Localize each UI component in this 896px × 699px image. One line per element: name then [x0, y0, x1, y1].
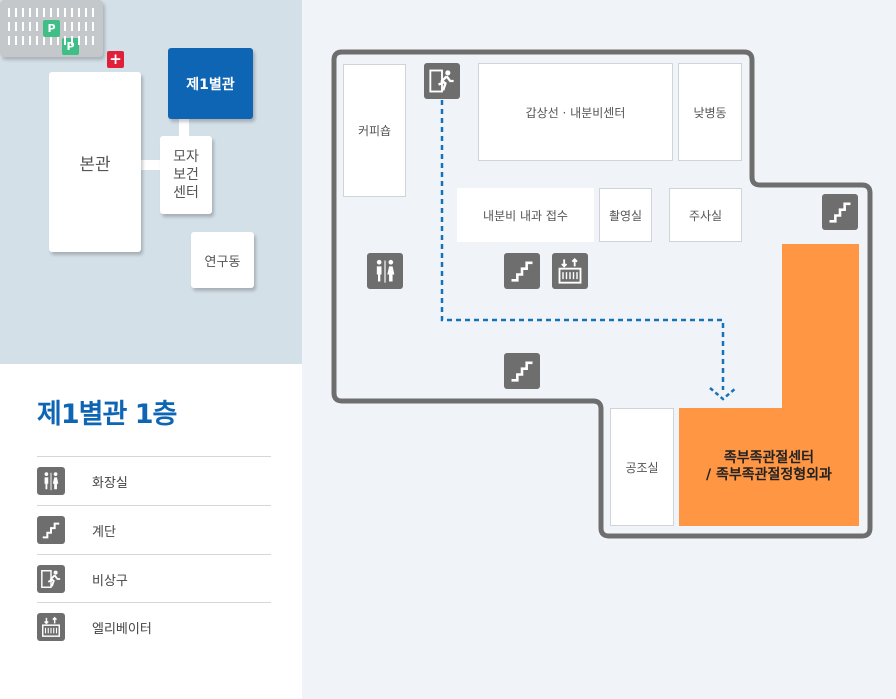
room-air-conditioning[interactable]: 공조실 — [610, 408, 674, 526]
restroom-icon — [367, 253, 403, 289]
foot-ankle-center-upper[interactable] — [782, 244, 859, 409]
stairs-icon — [37, 516, 65, 544]
restroom-icon — [37, 467, 65, 495]
connector-annex-vertical — [179, 118, 189, 138]
parking-stripes — [8, 36, 96, 45]
hospital-cross-icon: + — [107, 51, 124, 68]
parking-icon: P — [43, 20, 60, 37]
route-path — [440, 100, 737, 401]
stairs-icon — [822, 194, 858, 230]
room-day-ward[interactable]: 낮병동 — [678, 63, 742, 161]
building-maternal-health-center[interactable]: 모자 보건 센터 — [160, 136, 212, 214]
campus-mini-map: 본관 제1별관 모자 보건 센터 연구동 P + P — [0, 0, 302, 364]
legend-row-restroom: 화장실 — [37, 456, 271, 505]
room-injection[interactable]: 주사실 — [669, 188, 742, 242]
legend-label: 비상구 — [92, 573, 128, 589]
legend-label: 화장실 — [92, 475, 128, 491]
clinic-name-line1: 족부족관절센터 — [723, 450, 815, 467]
emergency-exit-icon — [37, 565, 65, 593]
connector-main-horizontal — [140, 160, 161, 170]
building-research[interactable]: 연구동 — [191, 232, 254, 288]
stairs-icon — [504, 253, 540, 289]
emergency-exit-icon — [424, 63, 460, 99]
parking-stripes — [8, 8, 96, 17]
room-radiography[interactable]: 촬영실 — [599, 188, 652, 242]
elevator-icon — [37, 613, 65, 641]
floor-outline — [331, 49, 873, 539]
legend-label: 엘리베이터 — [92, 621, 152, 637]
clinic-name-line2: / 족부족관절정형외과 — [706, 467, 832, 483]
legend-row-emergency-exit: 비상구 — [37, 554, 271, 603]
floor-plan: 커피숍 갑상선 · 내분비센터 낮병동 내분비 내과 접수 촬영실 주사실 공조… — [302, 0, 896, 699]
building-main[interactable]: 본관 — [49, 72, 141, 252]
legend-panel: 제1별관 1층 화장실 계단 비상구 엘리베이터 — [0, 364, 302, 699]
room-coffee-shop[interactable]: 커피숍 — [343, 64, 406, 197]
parking-lot: P — [0, 0, 103, 57]
floor-title: 제1별관 1층 — [37, 399, 177, 430]
room-thyroid-endocrine-center[interactable]: 갑상선 · 내분비센터 — [478, 63, 673, 161]
stairs-icon — [504, 353, 540, 389]
foot-ankle-center[interactable]: 족부족관절센터 / 족부족관절정형외과 — [679, 408, 859, 526]
legend-label: 계단 — [92, 524, 116, 540]
building-annex1[interactable]: 제1별관 — [168, 48, 253, 119]
elevator-icon — [552, 253, 588, 289]
legend-row-stairs: 계단 — [37, 505, 271, 554]
legend-row-elevator: 엘리베이터 — [37, 602, 271, 651]
room-endocrine-reception[interactable]: 내분비 내과 접수 — [457, 188, 594, 242]
